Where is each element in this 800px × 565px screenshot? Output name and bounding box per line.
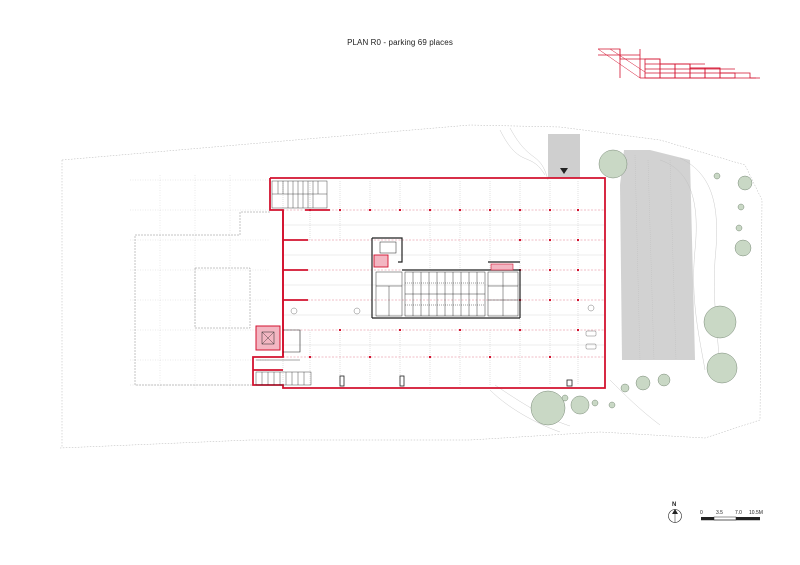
tree-icon bbox=[591, 399, 599, 407]
tree-icon bbox=[706, 352, 738, 384]
car-symbol-icon bbox=[585, 330, 597, 337]
wheel-symbol-icon bbox=[290, 307, 298, 315]
car-symbol-icon bbox=[585, 343, 597, 350]
section-thumbnail bbox=[597, 48, 760, 79]
adjacent-building-outline bbox=[134, 211, 270, 386]
tree-icon bbox=[737, 175, 753, 191]
scale-label-3: 10.5M bbox=[749, 510, 763, 516]
tree-icon bbox=[620, 383, 630, 393]
tree-icon bbox=[735, 224, 743, 232]
scale-label-2: 7.0 bbox=[735, 510, 742, 516]
scale-bar: 0 3.5 7.0 10.5M bbox=[700, 510, 763, 521]
tree-icon bbox=[713, 172, 721, 180]
plan-title: PLAN R0 - parking 69 places bbox=[347, 38, 453, 47]
trees bbox=[530, 149, 753, 426]
tree-icon bbox=[570, 395, 590, 415]
adjacent-grid bbox=[130, 175, 270, 390]
scale-label-1: 3.5 bbox=[716, 510, 723, 516]
tree-icon bbox=[657, 373, 671, 387]
tree-icon bbox=[734, 239, 752, 257]
tree-icon bbox=[598, 149, 628, 179]
tree-icon bbox=[635, 375, 651, 391]
tree-icon bbox=[737, 203, 745, 211]
site-context bbox=[59, 124, 763, 449]
parking-structure bbox=[252, 177, 606, 389]
tree-icon bbox=[561, 394, 569, 402]
tree-icon bbox=[608, 401, 616, 409]
wheel-symbol-icon bbox=[353, 307, 361, 315]
wheel-symbol-icon bbox=[587, 304, 595, 312]
north-label: N bbox=[672, 502, 676, 508]
north-arrow: N bbox=[668, 502, 682, 523]
terrain-lines bbox=[489, 127, 721, 433]
access-road bbox=[548, 134, 695, 361]
tree-icon bbox=[530, 390, 566, 426]
entrance-arrow-icon bbox=[560, 168, 568, 174]
scale-label-0: 0 bbox=[700, 510, 703, 516]
tree-icon bbox=[703, 305, 737, 339]
